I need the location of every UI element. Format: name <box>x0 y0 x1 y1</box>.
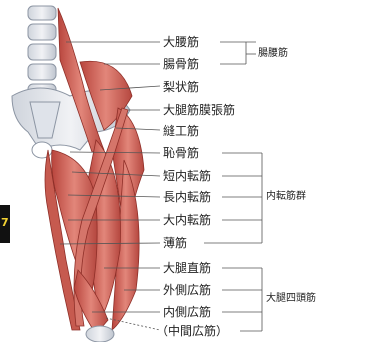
label-sartorius: 縫工筋 <box>163 124 199 138</box>
label-piriformis: 梨状筋 <box>163 80 199 94</box>
label-gracilis: 薄筋 <box>163 236 187 250</box>
group-label-iliopsoas: 腸腰筋 <box>258 48 288 60</box>
label-tensor-fasciae-latae: 大腿筋膜張筋 <box>163 103 235 117</box>
label-adductor-longus: 長内転筋 <box>163 190 211 204</box>
lumbar-spine <box>28 6 56 100</box>
label-rectus-femoris: 大腿直筋 <box>163 261 211 275</box>
group-brackets <box>204 42 262 331</box>
label-adductor-magnus: 大内転筋 <box>163 213 211 227</box>
patella <box>86 326 114 342</box>
label-iliacus: 腸骨筋 <box>163 57 199 71</box>
label-psoas-major: 大腰筋 <box>163 35 199 49</box>
group-label-quadriceps: 大腿四頭筋 <box>266 293 316 305</box>
label-vastus-medialis: 内側広筋 <box>163 305 211 319</box>
label-vastus-intermedius: （中間広筋） <box>156 324 228 338</box>
label-vastus-lateralis: 外側広筋 <box>163 283 211 297</box>
label-pectineus: 恥骨筋 <box>163 146 199 160</box>
group-label-adductors: 内転筋群 <box>266 191 306 203</box>
label-adductor-brevis: 短内転筋 <box>163 169 211 183</box>
